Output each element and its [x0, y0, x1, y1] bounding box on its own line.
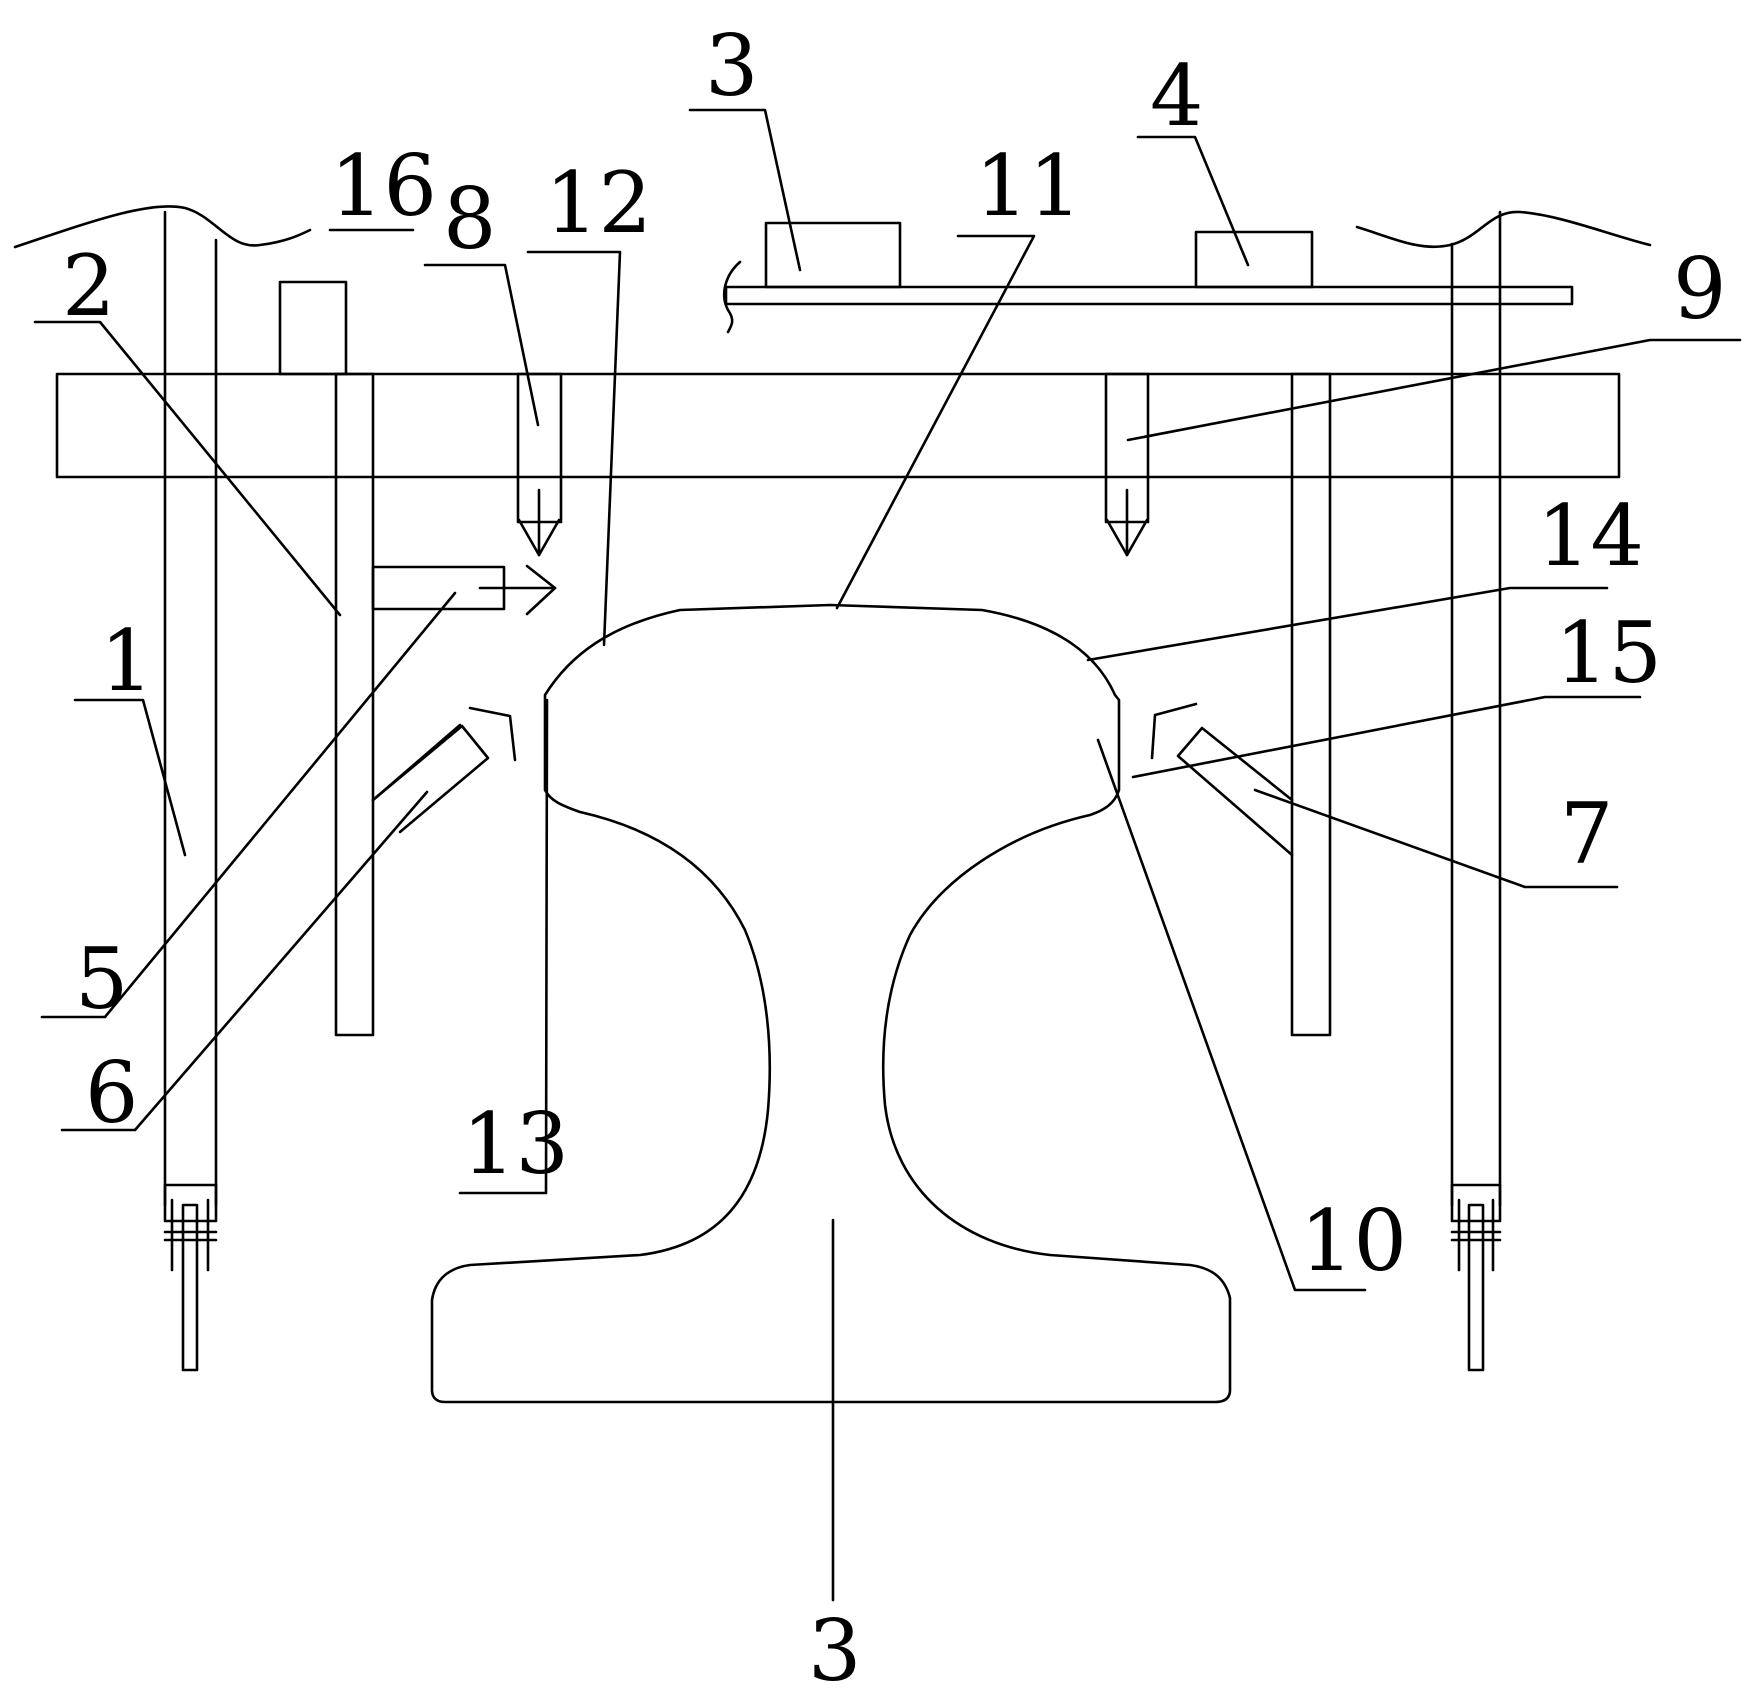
- probe-5: [371, 564, 557, 616]
- upper-plate: [723, 221, 1574, 334]
- label-2: 2: [62, 237, 115, 335]
- label-16: 16: [330, 137, 437, 235]
- label-11: 11: [975, 137, 1082, 235]
- crossbeam: [55, 372, 1621, 479]
- probe-9: [1104, 372, 1150, 557]
- label-9: 9: [1673, 240, 1726, 338]
- probe-7: [1150, 702, 1294, 857]
- rail-profile: [430, 603, 1232, 1404]
- label-13: 13: [462, 1095, 569, 1193]
- right-frame-leg: [1355, 210, 1652, 1372]
- label-5: 5: [75, 930, 128, 1028]
- probe-6: [371, 706, 517, 834]
- label-12: 12: [545, 154, 652, 252]
- label-10: 10: [1300, 1192, 1407, 1290]
- label-15: 15: [1555, 604, 1662, 702]
- label-1: 1: [100, 612, 153, 710]
- left-inner-support: [334, 372, 375, 1037]
- label-6: 6: [85, 1044, 138, 1142]
- left-frame-leg: [13, 205, 312, 1372]
- label-4: 4: [1150, 47, 1203, 145]
- label-3-bottom: 3: [808, 1602, 861, 1697]
- probe-8: [516, 372, 563, 557]
- label-8: 8: [443, 170, 496, 268]
- label-3-top: 3: [705, 17, 758, 115]
- right-inner-support: [1290, 372, 1332, 1037]
- part-labels: 1 2 3 4 5 6 7 8 9 10 11 12 13 14 15 16 3: [62, 17, 1726, 1697]
- leader-lines: [33, 108, 1742, 1602]
- label-14: 14: [1537, 487, 1644, 585]
- label-7: 7: [1560, 785, 1613, 883]
- top-box-16: [278, 280, 348, 376]
